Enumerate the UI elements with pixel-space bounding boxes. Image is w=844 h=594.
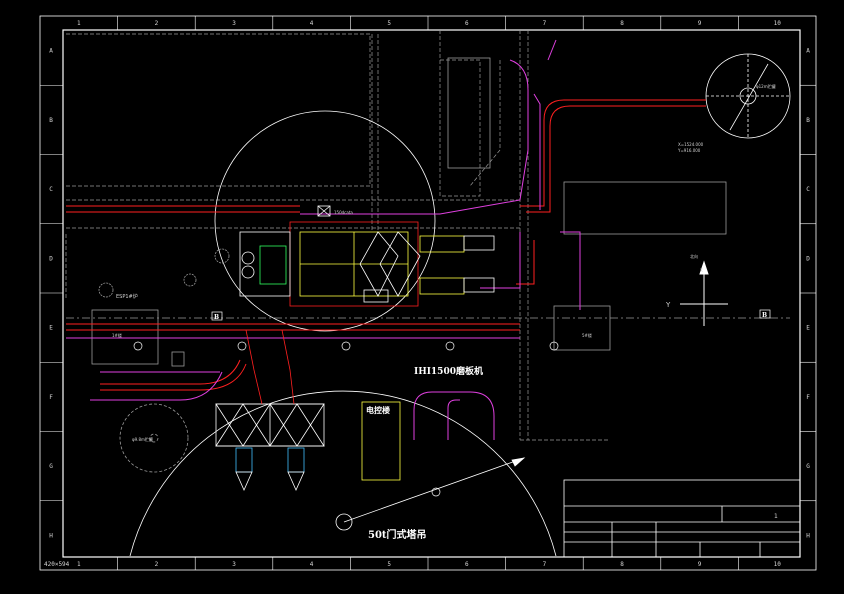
zone-row-label: G bbox=[806, 463, 810, 470]
zone-ticks bbox=[40, 16, 816, 570]
zone-row-label: E bbox=[49, 325, 53, 332]
crane-50t-label: 50t门式塔吊 bbox=[368, 528, 427, 541]
boiler-equipment bbox=[98, 205, 495, 307]
zone-row-label: H bbox=[806, 532, 810, 539]
section-marker-right bbox=[759, 309, 771, 319]
zone-row-label: H bbox=[49, 532, 53, 539]
section-marker-left bbox=[211, 311, 223, 321]
zone-row-label: D bbox=[49, 255, 53, 262]
zone-row-label: F bbox=[49, 394, 53, 401]
hall-1500-label: IHI1500磨板机 bbox=[414, 365, 483, 377]
north-arrow bbox=[680, 260, 728, 326]
title-block-value: 1 bbox=[774, 513, 778, 520]
axis-bubbles bbox=[133, 341, 559, 497]
zone-column-label: 3 bbox=[232, 20, 236, 27]
magenta-pipes bbox=[66, 39, 581, 440]
zone-column-label: 1 bbox=[77, 561, 81, 568]
zone-row-label: A bbox=[806, 48, 810, 55]
right-block-label: 5#楼 bbox=[582, 332, 592, 338]
crane-radius-upper bbox=[214, 110, 436, 332]
zone-row-label: C bbox=[49, 186, 53, 193]
zone-column-label: 7 bbox=[543, 20, 547, 27]
zone-row-label: B bbox=[49, 117, 53, 124]
zone-column-label: 6 bbox=[465, 561, 469, 568]
sheet-size-label: 420×594 bbox=[44, 561, 70, 568]
tank-9m-label: φ9.8m贮罐 bbox=[132, 436, 153, 442]
north-note: 北向 bbox=[690, 253, 698, 259]
valve-label: 150dcata bbox=[334, 210, 353, 215]
section-marker-left-label: B bbox=[214, 314, 219, 321]
zone-column-label: 2 bbox=[155, 20, 159, 27]
zone-row-label: E bbox=[806, 325, 810, 332]
coord-label-1: X=1524.000 bbox=[678, 142, 704, 147]
zone-row-label: G bbox=[49, 463, 53, 470]
zone-row-label: C bbox=[806, 186, 810, 193]
yard-boundary bbox=[65, 30, 790, 441]
zone-column-label: 2 bbox=[155, 561, 159, 568]
north-axis-label: X bbox=[700, 268, 703, 273]
zone-column-label: 9 bbox=[698, 561, 702, 568]
zone-column-label: 10 bbox=[774, 561, 782, 568]
zone-column-label: 10 bbox=[774, 20, 782, 27]
section-marker-right-label: B bbox=[762, 312, 767, 319]
zone-column-label: 5 bbox=[387, 20, 391, 27]
title-block bbox=[563, 479, 801, 558]
east-axis-label: Y bbox=[665, 301, 671, 309]
zone-column-label: 6 bbox=[465, 20, 469, 27]
buildings bbox=[91, 57, 727, 367]
zone-column-label: 5 bbox=[387, 561, 391, 568]
coord-label-2: Y=916.000 bbox=[677, 148, 701, 153]
zone-column-label: 3 bbox=[232, 561, 236, 568]
zone-row-label: F bbox=[806, 394, 810, 401]
zone-column-label: 4 bbox=[310, 561, 314, 568]
zone-column-label: 8 bbox=[620, 20, 624, 27]
tank-12m-label: φ12m贮罐 bbox=[756, 83, 776, 89]
zone-column-label: 9 bbox=[698, 20, 702, 27]
dust-collector bbox=[215, 329, 401, 491]
tank-12m bbox=[705, 53, 791, 139]
zone-column-label: 1 bbox=[77, 20, 81, 27]
electric-building-label: 电控楼 bbox=[366, 405, 390, 415]
zone-column-label: 4 bbox=[310, 20, 314, 27]
zone-row-label: A bbox=[49, 48, 53, 55]
red-pipes bbox=[66, 99, 706, 391]
crane-radius-lower bbox=[129, 390, 557, 557]
tank-9m bbox=[119, 403, 189, 473]
left-block-label: 1#楼 bbox=[112, 332, 122, 338]
zone-row-label: D bbox=[806, 255, 810, 262]
zone-column-label: 8 bbox=[620, 561, 624, 568]
zone-row-label: B bbox=[806, 117, 810, 124]
sheet-border bbox=[39, 15, 817, 571]
zone-column-label: 7 bbox=[543, 561, 547, 568]
esp-label: ESP1#炉 bbox=[116, 293, 138, 300]
